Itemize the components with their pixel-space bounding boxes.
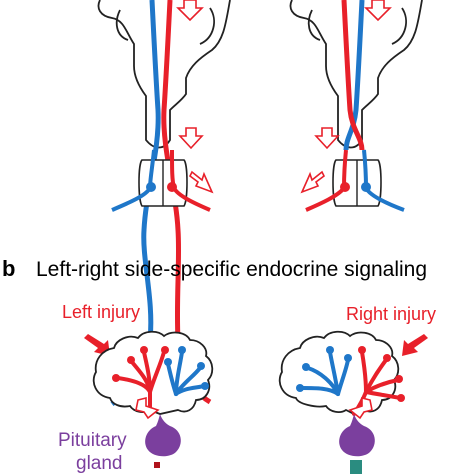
signal-arrow-right xyxy=(348,396,373,420)
arrow-down-mid-left xyxy=(178,127,204,150)
panel-b-title: Left-right side-specific endocrine signa… xyxy=(36,258,427,281)
blue-neuron-tree-right-brain xyxy=(300,350,350,396)
arrow-down-mid-right xyxy=(314,127,340,150)
left-injury-brain: Left injury xyxy=(58,302,214,474)
pituitary-label-line1: Pituitary xyxy=(58,430,127,451)
blue-tract-right xyxy=(343,0,365,151)
arrow-down-upper-right xyxy=(364,0,392,22)
left-injury-arrow xyxy=(84,334,110,356)
arrow-down-upper-left xyxy=(176,0,204,22)
blue-motor-neuron-left xyxy=(146,182,156,192)
endocrine-signal-left xyxy=(154,462,160,468)
brainstem-lobe-right-2 xyxy=(391,7,407,45)
red-tract-right xyxy=(341,0,365,151)
pituitary-label-line2: gland xyxy=(76,453,123,474)
panel-b: b Left-right side-specific endocrine sig… xyxy=(2,256,436,474)
pituitary-right xyxy=(339,414,375,457)
panel-a-right-neuraxis xyxy=(289,0,423,212)
panel-a-left-neuraxis xyxy=(97,0,231,406)
arrow-right-lower-left xyxy=(188,170,214,194)
right-injury-arrow xyxy=(402,334,428,356)
red-motor-neuron-right xyxy=(340,182,350,192)
brainstem-lobe-right xyxy=(199,7,215,45)
blue-neuron-terminals-right-brain xyxy=(296,346,352,392)
blue-motor-neuron-right xyxy=(361,182,371,192)
panel-b-letter: b xyxy=(2,256,15,281)
signal-arrow-left xyxy=(135,396,160,420)
right-injury-brain: Right injury xyxy=(278,304,436,474)
brainstem-lobe-left xyxy=(115,9,129,41)
brain-outline-b-right xyxy=(278,330,400,415)
red-neuron-terminals-right-brain xyxy=(358,346,405,402)
left-injury-label: Left injury xyxy=(62,302,140,322)
red-neuron-terminals-left xyxy=(112,346,169,382)
right-injury-label: Right injury xyxy=(346,304,436,324)
arrow-left-lower-right xyxy=(300,170,326,194)
panel-a xyxy=(97,0,423,406)
brainstem-lobe-left-2 xyxy=(307,9,321,41)
blue-neuron-terminals-left-brain xyxy=(164,346,209,390)
red-neuron-tree-left xyxy=(116,350,166,416)
pituitary-left xyxy=(145,414,181,457)
endocrine-signal-right xyxy=(350,460,362,474)
red-motor-neuron-left xyxy=(167,182,177,192)
